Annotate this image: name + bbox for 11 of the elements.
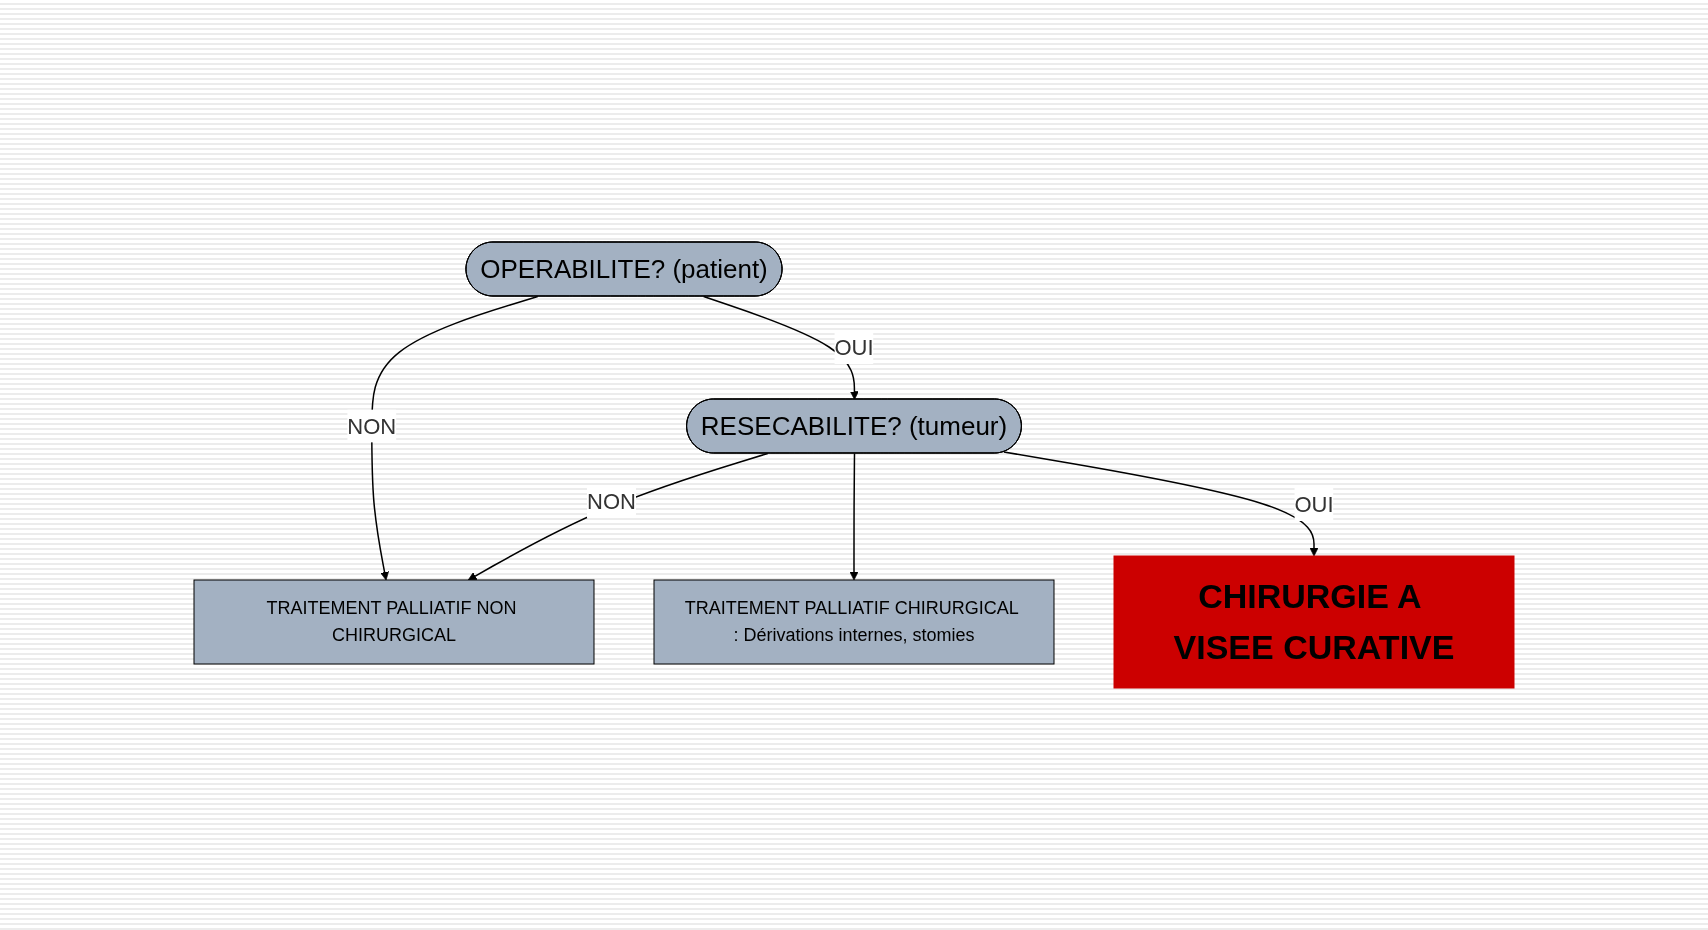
edge-label: OUI [834, 335, 874, 360]
arrow [849, 452, 859, 581]
edge-label: NON [347, 413, 397, 439]
arrow [371, 295, 539, 581]
arrow [702, 295, 859, 400]
node-box: TRAITEMENT PALLIATIF CHIRURGICAL : Dérivations internes, stomies [653, 579, 1055, 665]
edge-label: OUI [1294, 492, 1334, 517]
node-box: CHIRURGIE A VISEE CURATIVE [1113, 555, 1515, 689]
node-box: TRAITEMENT PALLIATIF NON CHIRURGICAL [193, 579, 595, 665]
edge-label: NON [587, 489, 636, 515]
arrow [1003, 451, 1319, 557]
